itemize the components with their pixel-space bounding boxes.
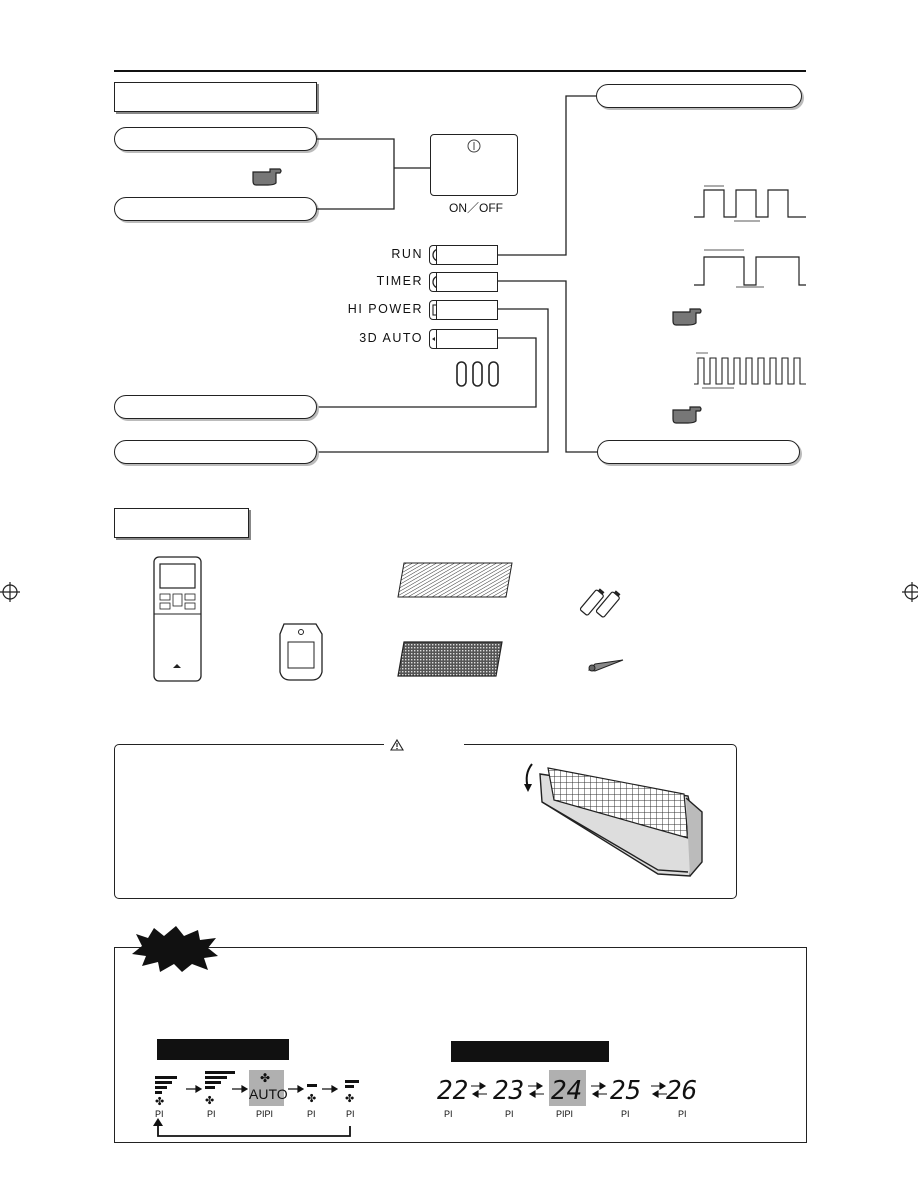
svg-text:✤: ✤: [345, 1092, 354, 1105]
screw-icon: [587, 659, 624, 672]
caution-title-gap: [384, 740, 464, 750]
timer-lamp: [436, 272, 498, 292]
connector-lines: [317, 95, 597, 453]
fan-beep-2: PI: [207, 1109, 216, 1119]
fan-speed-1-icon: ✤: [307, 1084, 317, 1105]
blink-waveform-1: [694, 185, 806, 222]
fan-beep-1: PI: [155, 1109, 164, 1119]
svg-text:✤: ✤: [155, 1095, 164, 1108]
arrow-right-icon-3: [288, 1084, 305, 1094]
arrow-right-icon-2: [232, 1084, 249, 1094]
hipower-lamp: [436, 300, 498, 320]
temp-highlight: [549, 1070, 586, 1106]
temp-value-2: 23: [493, 1076, 525, 1106]
pointing-hand-icon: [252, 166, 282, 186]
temp-value-1: 22: [437, 1076, 469, 1106]
registration-mark-left-icon: [0, 582, 20, 602]
indicator-lamps-icon: [456, 361, 499, 387]
svg-text:✤: ✤: [307, 1092, 316, 1105]
remote-holder-icon: [279, 623, 323, 681]
indoor-unit-illustration: [524, 763, 703, 877]
section-heading-box-indicators: [114, 82, 317, 112]
temp-beep-3: PIPI: [556, 1109, 574, 1119]
blink-waveform-3: [694, 352, 806, 389]
temperature-heading-bar: [451, 1041, 609, 1062]
temp-value-4: 25: [610, 1076, 642, 1106]
section-heading-box-accessories: [114, 508, 249, 538]
temp-value-5: 26: [666, 1076, 698, 1106]
batteries-icon: [579, 588, 621, 618]
run-label: RUN: [391, 247, 423, 261]
fan-beep-5: PI: [346, 1109, 355, 1119]
swap-arrows-icon-2: [528, 1082, 544, 1098]
timer-label: TIMER: [376, 274, 423, 288]
fan-item-4: ✤: [305, 1082, 325, 1106]
swap-arrows-icon-3: [591, 1082, 607, 1098]
fan-auto-label: AUTO: [249, 1086, 288, 1102]
fan-speed-4-icon-b: ✤: [205, 1071, 235, 1107]
fan-beep-3: PIPI: [256, 1109, 274, 1119]
warning-triangle-icon: [390, 738, 404, 751]
swap-arrows-icon-4: [651, 1082, 667, 1098]
registration-mark-right-icon: [902, 582, 918, 602]
pill-left-1: [114, 127, 317, 151]
svg-text:✤: ✤: [205, 1094, 214, 1107]
fan-speed-2-icon: ✤: [345, 1080, 359, 1105]
temp-beep-5: PI: [678, 1109, 687, 1119]
arrow-right-icon: [186, 1084, 203, 1094]
temp-beep-4: PI: [621, 1109, 630, 1119]
fan-item-5: ✤: [343, 1078, 365, 1106]
remote-control-icon: [153, 556, 202, 682]
fan-beep-4: PI: [307, 1109, 316, 1119]
swap-arrows-icon-1: [471, 1082, 487, 1098]
loop-back-arrow-icon: [153, 1118, 351, 1137]
feature-frame: [114, 947, 807, 1143]
deodorizing-filter-icon: [397, 641, 503, 677]
blink-waveform-2: [694, 249, 806, 288]
fan-speed-4-icon: ✤: [155, 1076, 177, 1108]
run-lamp: [436, 245, 498, 265]
temp-beep-2: PI: [505, 1109, 514, 1119]
onoff-label: ON／OFF: [449, 201, 503, 215]
fan-item-auto: ✤ AUTO: [249, 1070, 288, 1106]
pill-timer: [597, 440, 800, 464]
arrow-right-icon-4: [322, 1084, 339, 1094]
fan-item-2: ✤: [203, 1070, 237, 1107]
starburst-badge-icon: [132, 926, 218, 972]
pill-hipower: [114, 440, 317, 464]
pointing-hand-icon-3: [672, 404, 702, 424]
fan-item-1: ✤: [152, 1075, 182, 1108]
air-filter-icon: [397, 562, 513, 598]
pill-run: [596, 84, 802, 108]
top-rule: [114, 70, 806, 72]
pointing-hand-icon-2: [672, 306, 702, 326]
temp-beep-1: PI: [444, 1109, 453, 1119]
3d-auto-lamp: [436, 329, 498, 349]
hipower-label: HI POWER: [347, 302, 423, 316]
pill-3d-auto: [114, 395, 317, 419]
fan-speed-heading-bar: [157, 1039, 289, 1060]
fan-auto-icon: ✤: [260, 1071, 271, 1085]
3d-auto-label: 3D AUTO: [359, 331, 423, 345]
temp-value-3: 24: [551, 1076, 583, 1106]
onoff-button-box: [430, 134, 518, 196]
power-icon: [467, 139, 481, 153]
pill-left-2: [114, 197, 317, 221]
